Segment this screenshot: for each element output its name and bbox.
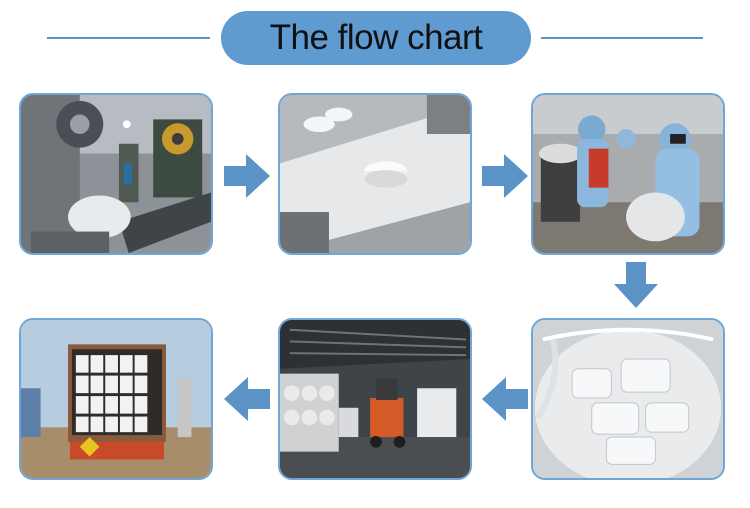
page-title: The flow chart <box>221 11 531 65</box>
arrow-left-icon-2 <box>482 377 528 421</box>
arrow-down-icon <box>614 262 658 308</box>
step-5-warehouse-forklift-photo <box>278 318 472 480</box>
step-2-conveyor-tablets-photo <box>278 93 472 255</box>
arrow-right-icon-1 <box>224 154 270 198</box>
step-4-container-loading-photo <box>19 318 213 480</box>
arrow-right-icon-2 <box>482 154 528 198</box>
arrow-left-icon-1 <box>224 377 270 421</box>
title-rule-left <box>47 37 210 39</box>
step-3-workers-packing-photo <box>531 93 725 255</box>
title-rule-right <box>541 37 703 39</box>
step-1-tablet-press-photo <box>19 93 213 255</box>
step-6-bagged-tablets-photo <box>531 318 725 480</box>
